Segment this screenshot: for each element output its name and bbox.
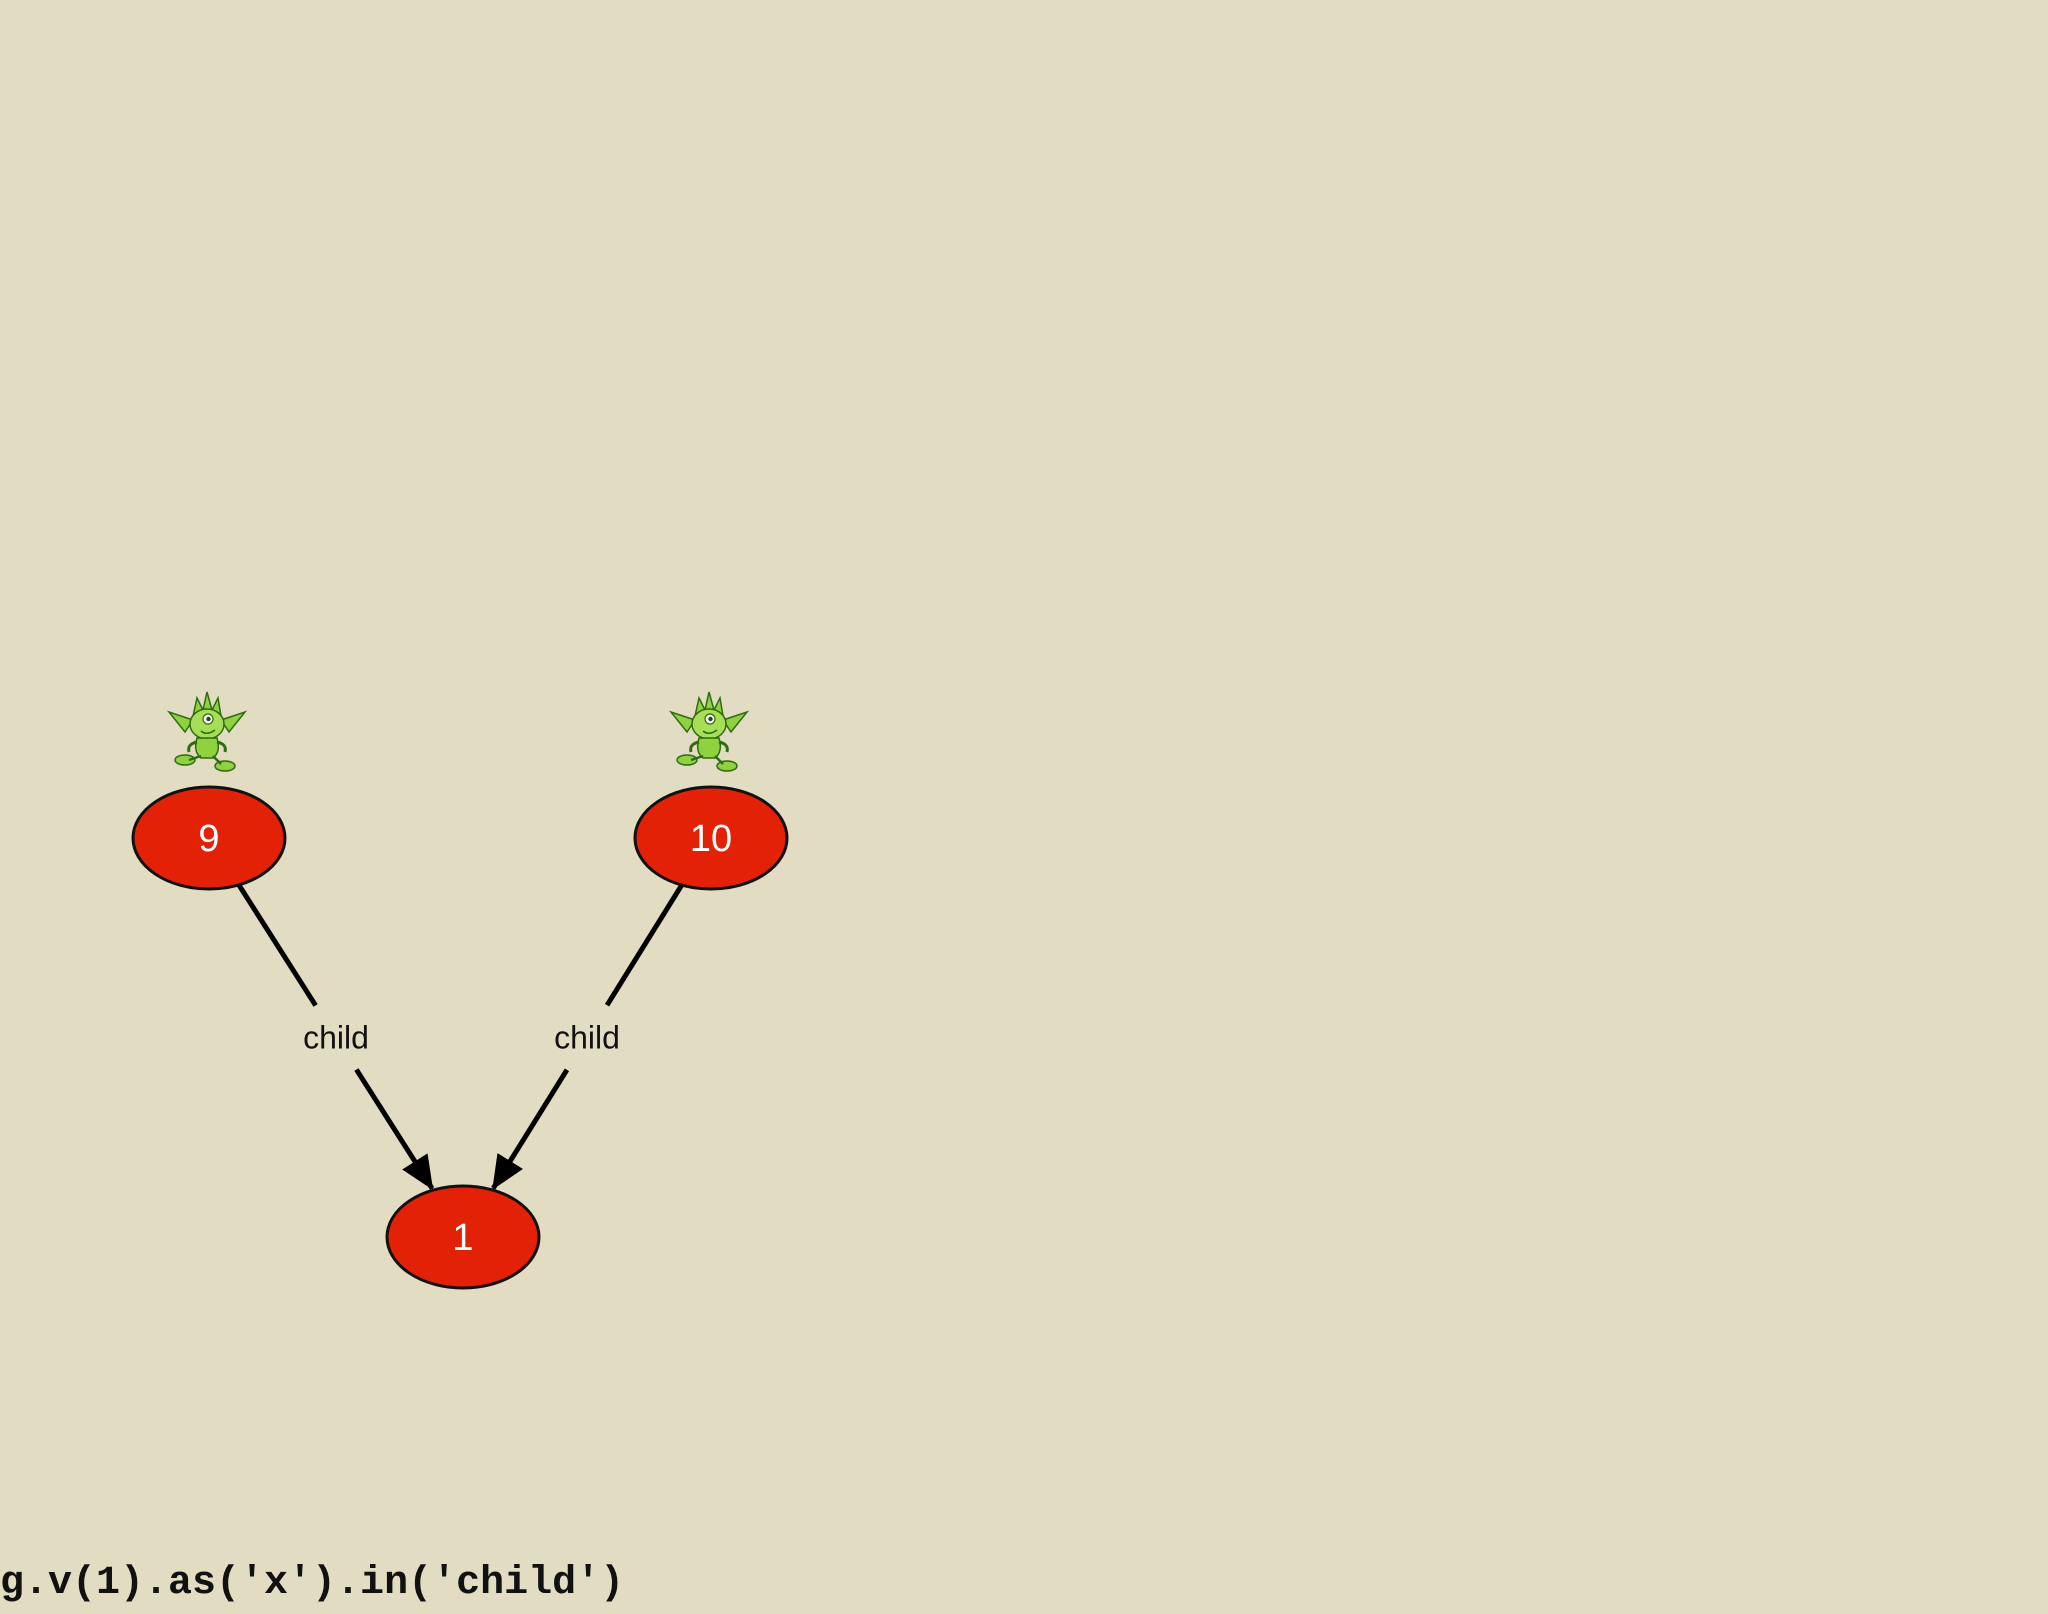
edge-10-to-1: child [491,883,684,1190]
gremlin-icon [669,690,749,773]
arrowhead [492,1153,523,1190]
edge-label: child [303,1020,369,1056]
node-ellipse[interactable] [633,785,789,891]
node-9[interactable]: 9 [131,690,287,891]
gremlin-icon [167,690,247,773]
arrowhead [402,1153,434,1191]
edge-9-to-1: child [236,883,435,1191]
node-1[interactable]: 1 [385,1184,541,1290]
nodes-layer: 9 10 1 [131,690,789,1290]
query-text: g.v(1).as('x').in('child') [0,1561,625,1606]
node-label: 9 [198,818,219,860]
node-ellipse[interactable] [131,785,287,891]
node-label: 1 [452,1217,473,1259]
edges-layer: child child [236,883,684,1191]
node-10[interactable]: 10 [633,690,789,891]
edge-label: child [554,1020,620,1056]
edge-line-tail [604,883,684,1007]
node-ellipse[interactable] [385,1184,541,1290]
edge-line-tail [236,883,318,1007]
node-label: 10 [690,818,732,860]
